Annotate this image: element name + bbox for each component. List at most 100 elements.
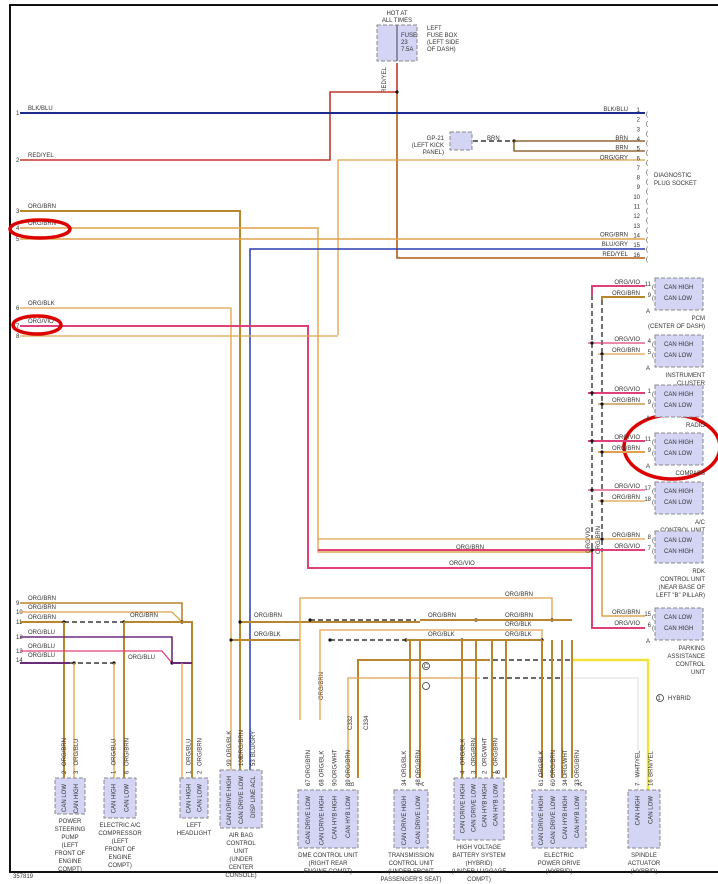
wire-org-vio-bus: [591, 552, 645, 629]
module-wire-label: ORG/BLK: [539, 751, 545, 778]
splice-dot: [328, 638, 332, 642]
module-pin: 34: [402, 779, 408, 786]
diag-wire-label: BLK/BLU: [603, 107, 628, 113]
connector: (: [652, 403, 654, 409]
bottom-module-8: [627, 789, 661, 849]
module-signal: CAN LOW: [664, 500, 692, 506]
left-connector-pin: 3: [16, 209, 20, 215]
connector-letter: A: [646, 639, 650, 645]
module-signal: CAN LOW: [664, 451, 692, 457]
module-name: (LEFT: [62, 843, 79, 849]
module-pin: 2: [62, 770, 68, 774]
mid-wire-label: ORG/BRN: [319, 672, 325, 700]
diag-pin-connector: (: [646, 151, 648, 157]
module-signal: CAN HIGH: [664, 342, 693, 348]
diagram-frame: [9, 4, 718, 873]
module-wire-label: ORG/VIO: [614, 621, 640, 627]
splice-dot: [600, 402, 604, 406]
rdk-wire-label: ORG/VIO: [449, 561, 475, 567]
module-name: CONSOLE): [225, 873, 256, 879]
mid-wire-label: ORG/BRN: [505, 613, 533, 619]
left-wire-label: BLK/BLU: [28, 106, 53, 112]
module-name: (CENTER OF DASH): [648, 324, 705, 330]
diag-pin-number: 15: [633, 243, 640, 249]
module-signal: CAN LOW: [648, 796, 654, 824]
module-name: UNIT: [234, 849, 248, 855]
module-signal: CAN DRIVE HIGH: [539, 796, 545, 845]
module-pin: 34: [563, 779, 569, 786]
diag-socket-label: DIAGNOSTIC: [654, 173, 692, 179]
connector: (: [652, 451, 654, 457]
left-connector-pin: 8: [16, 334, 20, 340]
splice-dot: [590, 391, 594, 395]
module-wire-label: ORG/BLU: [186, 738, 192, 765]
module-pin: 11: [645, 437, 652, 443]
module-pin: 11: [645, 282, 652, 288]
mid-wire-label: ORG/BRN: [254, 613, 282, 619]
module-signal: CAN HIGH: [112, 784, 118, 813]
module-wire-label: ORG/BRN: [612, 446, 640, 452]
wire-org-blu-12: [20, 636, 173, 663]
diag-pin-number: 12: [633, 214, 640, 220]
diag-pin-number: 5: [637, 147, 641, 153]
module-pin: 7: [648, 546, 652, 552]
module-signal: CAN LOW: [664, 403, 692, 409]
left-connector-pin: 5: [16, 237, 20, 243]
module-wire-label: ORG/BLK: [402, 751, 408, 778]
fuse-label: 7.5A: [401, 47, 413, 53]
diag-pin-number: 3: [637, 127, 641, 133]
module-name: COMPRESSOR: [98, 831, 142, 837]
module-wire-label: ORG/BRN: [198, 738, 204, 766]
fuse-hot-label: ALL TIMES: [382, 18, 412, 24]
diag-wire-label: RED/YEL: [602, 252, 628, 258]
ground-label: GP-21: [427, 136, 445, 142]
wire: [347, 677, 480, 778]
diag-wire-label: BRN: [615, 146, 628, 152]
module-wire-label: ORG/BLU: [74, 738, 80, 765]
wire-red-yel-16: [396, 92, 645, 259]
connector: (: [652, 626, 654, 632]
module-signal: CAN DRIVE HIGH: [319, 796, 325, 845]
module-signal: CAN HIGH: [664, 392, 693, 398]
module-name: LEFT: [187, 823, 202, 829]
wire: [601, 296, 645, 300]
diag-wire-label: ORG/BRN: [600, 232, 628, 238]
left-wire-label: RED/YEL: [28, 153, 54, 159]
module-name: (NEAR BASE OF: [659, 585, 706, 591]
splice-dot: [590, 488, 594, 492]
module-wire-label: ORG/BLK: [227, 731, 233, 758]
module-signal: CAN LOW: [664, 296, 692, 302]
diag-pin-number: 9: [637, 185, 641, 191]
module-wire-label: ORG/BRN: [124, 738, 130, 766]
module-2: [654, 384, 704, 418]
module-pin: 48: [416, 779, 422, 786]
module-name: CONTROL: [676, 662, 706, 668]
annotation-circle: [8, 218, 72, 240]
splice-dot: [308, 618, 312, 622]
left-connector-pin: 12: [16, 635, 23, 641]
module-name: INSTRUMENT: [666, 373, 706, 379]
module-signal: CAN HYB HIGH: [483, 784, 489, 827]
module-signal: CAN DRIVE HIGH: [227, 776, 233, 825]
module-wire-label: ORG/BRN: [612, 533, 640, 539]
diag-pin-number: 11: [634, 205, 641, 211]
diag-pin-connector: (: [646, 112, 648, 118]
diag-pin-number: 6: [637, 156, 641, 162]
wire-brn-5: [513, 141, 645, 152]
module-5: [654, 530, 704, 564]
module-signal: CAN DRIVE LOW: [306, 796, 312, 844]
module-pin: 3: [74, 770, 80, 774]
wire-org-brn-9: [20, 602, 183, 622]
module-signal: CAN LOW: [198, 784, 204, 812]
module-pin: 2: [198, 770, 204, 774]
module-name: FRONT OF: [105, 847, 136, 853]
wire-org-blk-6: [20, 307, 232, 808]
diag-wire-label: BRN: [615, 136, 628, 142]
module-name: DME CONTROL UNIT: [298, 853, 358, 859]
left-wire-label: ORG/BLK: [28, 301, 55, 307]
module-name: BATTERY SYSTEM: [452, 853, 505, 859]
mid-wire-label: ORG/BRN: [428, 613, 456, 619]
module-name: COMPT): [467, 877, 491, 883]
module-signal: CAN HIGH: [186, 784, 192, 813]
